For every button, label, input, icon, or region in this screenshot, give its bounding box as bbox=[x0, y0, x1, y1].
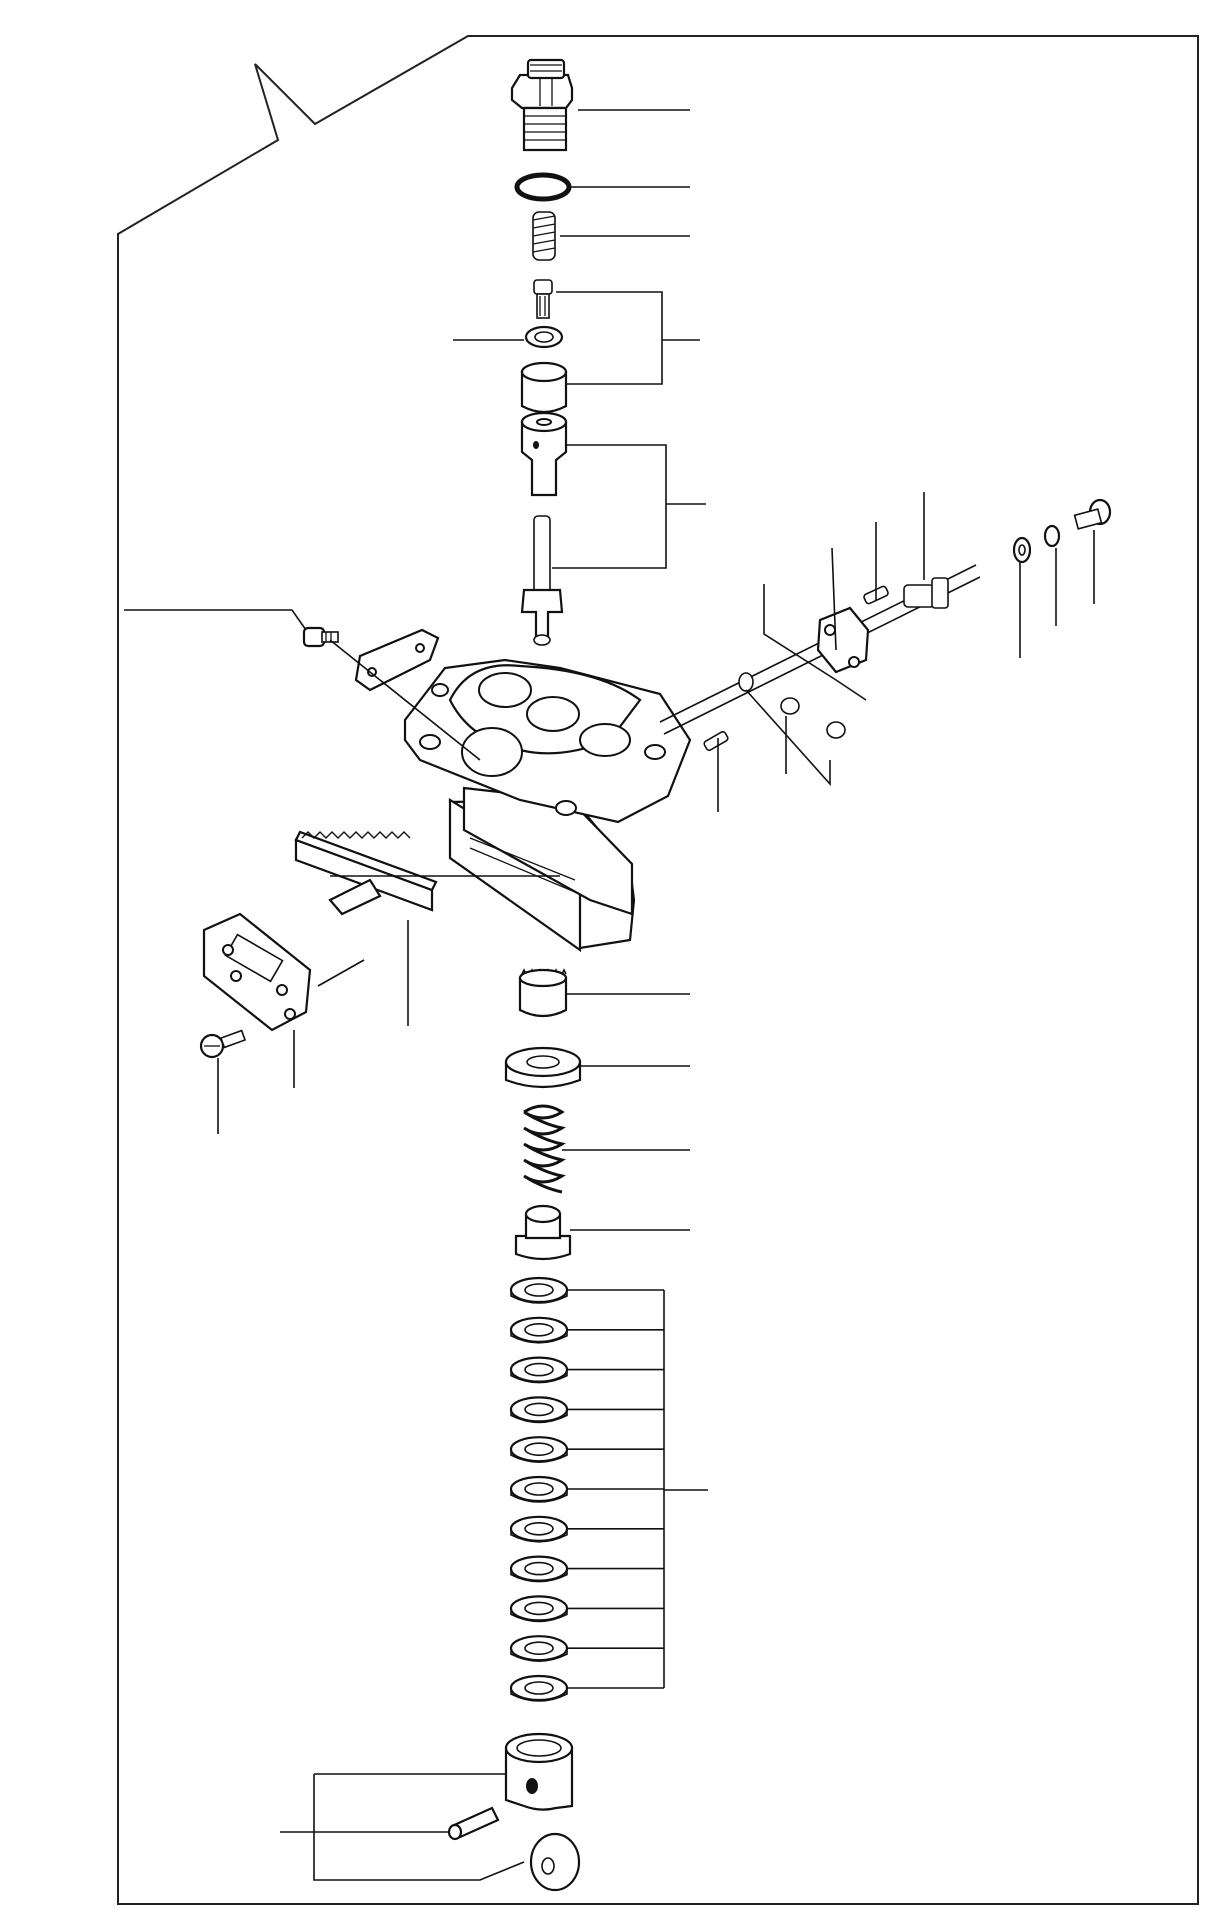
bleed-screw bbox=[302, 626, 339, 648]
shim bbox=[509, 1276, 569, 1304]
cap-screw bbox=[1073, 498, 1112, 530]
callout-leaders bbox=[124, 109, 1095, 1881]
lower-spring-seat bbox=[514, 1204, 572, 1261]
tappet-body bbox=[504, 1732, 574, 1811]
adjusting-screw bbox=[903, 577, 949, 609]
plate-screw bbox=[199, 1029, 247, 1059]
shim bbox=[509, 1436, 569, 1463]
bracket-plate bbox=[816, 606, 870, 674]
shim bbox=[509, 1674, 569, 1702]
small-nut bbox=[780, 697, 846, 739]
o-ring bbox=[514, 172, 572, 202]
plunger-barrel bbox=[520, 411, 568, 497]
shim bbox=[509, 1515, 569, 1543]
lock-washer bbox=[1043, 524, 1061, 548]
tappet-roller bbox=[529, 1832, 581, 1892]
upper-spring-seat bbox=[504, 1046, 582, 1089]
shim bbox=[509, 1396, 569, 1424]
rack-guide-plate bbox=[202, 912, 312, 1032]
valve-seat bbox=[520, 361, 568, 414]
adjusting-shim-stack bbox=[509, 1276, 569, 1702]
cover-plate bbox=[354, 628, 440, 692]
delivery-valve-spring bbox=[532, 211, 556, 261]
page-frame bbox=[117, 35, 1199, 1905]
delivery-valve bbox=[533, 279, 553, 319]
plunger bbox=[520, 515, 564, 646]
shim bbox=[509, 1356, 569, 1384]
shim bbox=[509, 1635, 569, 1662]
shim bbox=[509, 1475, 569, 1503]
control-sleeve-pin bbox=[703, 730, 729, 752]
tappet-pin bbox=[447, 1806, 500, 1841]
washer bbox=[1012, 536, 1032, 564]
shim bbox=[509, 1316, 569, 1344]
pump-housing bbox=[403, 658, 692, 953]
pinion-gear bbox=[518, 968, 568, 1018]
control-rack bbox=[294, 830, 438, 916]
valve-gasket bbox=[524, 325, 564, 349]
plunger-spring bbox=[523, 1104, 566, 1194]
shim bbox=[509, 1555, 569, 1583]
shim bbox=[509, 1595, 569, 1623]
delivery-valve-holder bbox=[510, 58, 574, 152]
